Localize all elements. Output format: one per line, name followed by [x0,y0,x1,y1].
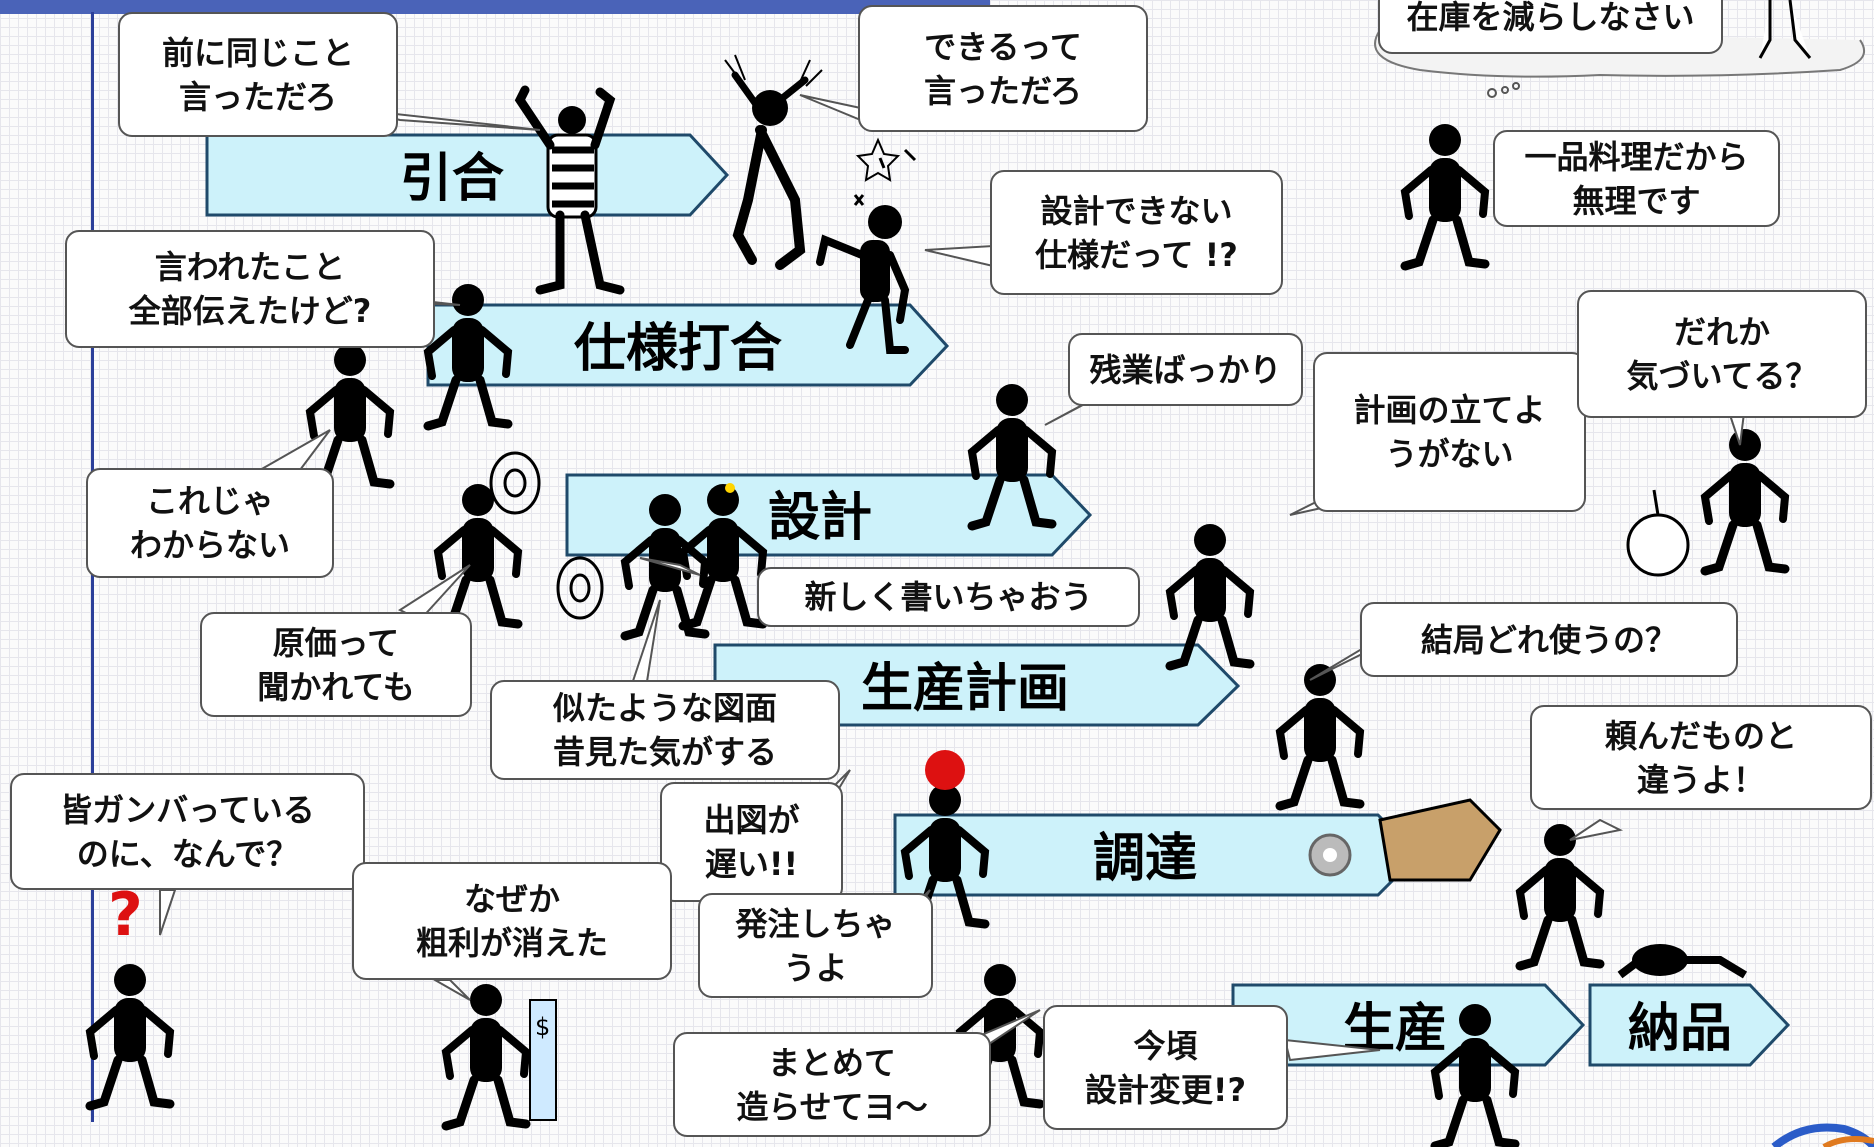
speech-bubble: 新しく書いちゃおう [757,567,1140,627]
speech-bubble: 言われたこと 全部伝えたけど? [65,230,435,348]
stage-arrow-chotatsu: 調達 [893,813,1421,897]
figure-profit-vanished [446,984,526,1126]
figure-pointing [1520,824,1600,966]
figure-confused [310,344,390,486]
thought-dot [1512,82,1520,90]
figure-confused-papers [1280,664,1360,806]
bomb-icon [1626,489,1690,577]
figure-bomb-aware [1705,429,1785,571]
figure-holding-drawings [438,484,518,626]
question-mark-icon: ? [108,880,143,950]
speech-bubble: 前に同じこと 言っただろ [118,12,398,137]
stage-arrow-seisan-keikaku: 生産計画 [713,643,1241,727]
figure-striped-shouting [514,85,625,295]
speech-bubble: 在庫を減らしなさい [1378,0,1723,54]
rolled-drawing-icon [489,451,604,620]
figure-dizzy-sitting [816,148,917,354]
speech-bubble: これじゃ わからない [86,468,334,578]
speech-bubble: なぜか 粗利が消えた [352,862,672,980]
stage-arrow-hikiai: 引合 [205,133,730,217]
stage-label: 納品 [1628,999,1732,1059]
speech-bubble: 残業ばっかり [1068,333,1303,406]
stars-icon [855,137,901,182]
speech-bubble: 発注しちゃ うよ [698,893,933,998]
speech-bubble: 一品料理だから 無理です [1493,130,1780,227]
light-bulb-icon [725,483,735,493]
speech-bubble: 計画の立てよ うがない [1313,352,1586,512]
cardboard-box-icon [1378,798,1502,882]
speech-bubble: 頼んだものと 違うよ！ [1530,705,1872,810]
speech-bubble: 設計できない 仕様だって !? [990,170,1283,295]
speech-bubble: 出図が 遅い!! [660,782,843,902]
speech-bubble: できるって 言っただろ [858,5,1148,132]
speech-bubble: 似たような図面 昔見た気がする [490,680,840,780]
speech-bubble: 原価って 聞かれても [200,612,472,717]
stage-arrow-nohin: 納品 [1588,983,1791,1067]
gear-icon [1308,833,1352,877]
figure-tearing-hair [724,54,823,270]
speech-bubble: 今頃 設計変更!? [1043,1005,1288,1130]
dollar-receipt-icon: $ [529,999,557,1121]
thought-dot [1487,88,1497,98]
figure-why [90,964,170,1106]
corner-logo [1771,1123,1874,1147]
stage-label: 調達 [1093,829,1197,889]
speech-bubble: まとめて 造らせてヨ～ [673,1032,991,1137]
stage-label: 引合 [400,149,504,209]
figure-bowing [1617,944,1748,979]
cloud-figure-legs [1758,0,1812,59]
svg-text:$: $ [535,1013,550,1041]
header-bar [0,0,990,14]
stage-label: 仕様打合 [574,319,782,379]
stage-label: 設計 [768,488,872,548]
speech-bubble: 結局どれ使うの？ [1360,602,1738,677]
speech-bubble: 皆ガンバっている のに、なんで？ [10,773,365,890]
thought-dot [1501,86,1509,94]
stage-label: 生産計画 [861,659,1069,719]
figure-impossible [1405,124,1485,266]
speech-bubble: だれか 気づいてる？ [1577,290,1867,418]
alarm-lines-icon [925,750,965,790]
